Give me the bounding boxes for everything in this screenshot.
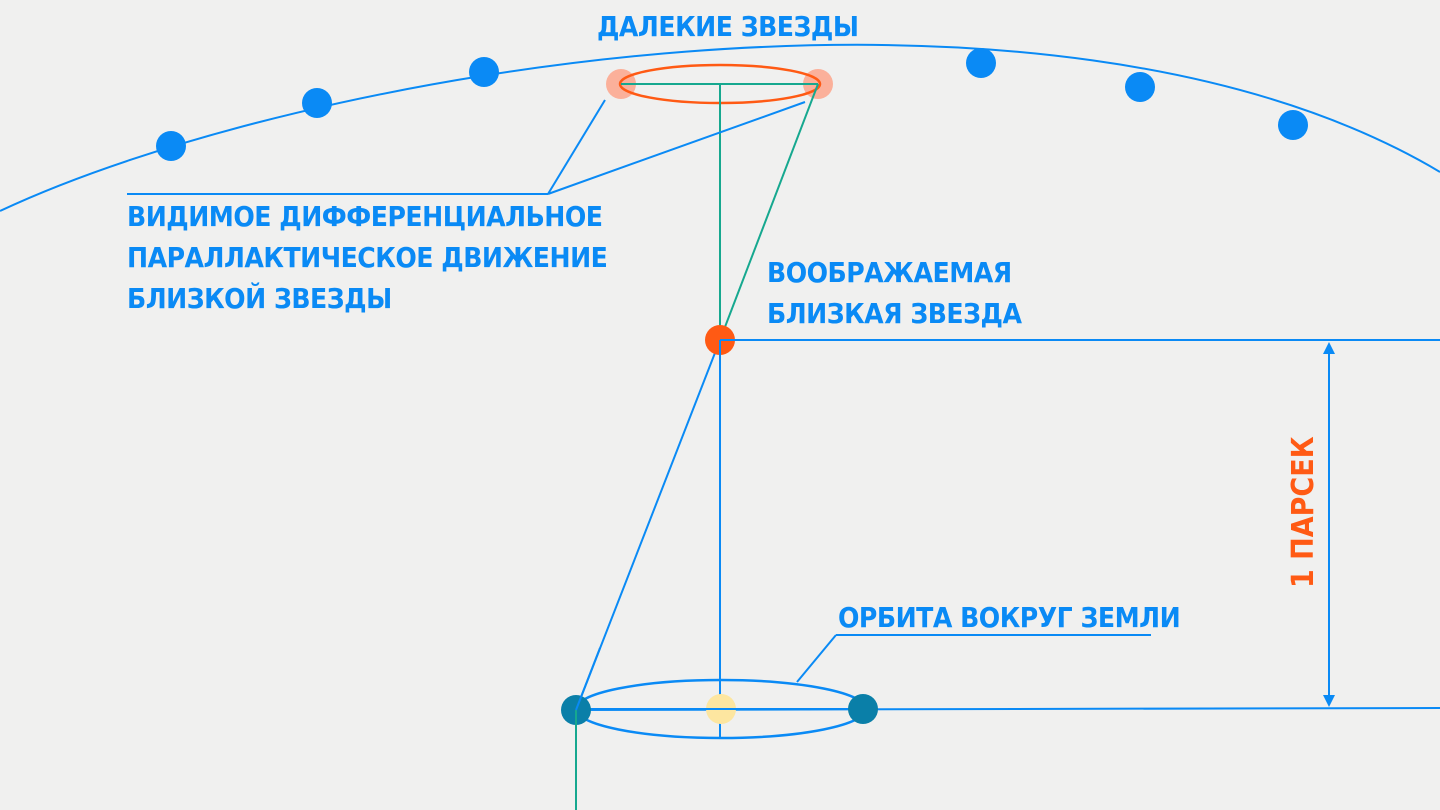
distant-star: [1125, 72, 1155, 102]
near-star-label-line2: БЛИЗКАЯ ЗВЕЗДА: [767, 297, 1022, 330]
apparent-motion-label-line3: БЛИЗКОЙ ЗВЕЗДЫ: [127, 282, 392, 315]
distant-star: [1278, 110, 1308, 140]
orbit-label-leader: [796, 634, 1151, 683]
parsec-arrow: [1323, 342, 1335, 707]
distant-star: [302, 88, 332, 118]
parsec-distance-label: 1 ПАРСЕК: [1286, 436, 1321, 588]
apparent-motion-label-line2: ПАРАЛЛАКТИЧЕСКОЕ ДВИЖЕНИЕ: [127, 241, 608, 274]
sight-lines: [575, 83, 819, 810]
distant-star: [966, 48, 996, 78]
distant-star: [469, 57, 499, 87]
near-star-label-line1: ВООБРАЖАЕМАЯ: [767, 256, 1012, 289]
distant-stars: [156, 48, 1308, 161]
orbit-label: ОРБИТА ВОКРУГ ЗЕМЛИ: [838, 601, 1181, 634]
apparent-motion-label-line1: ВИДИМОЕ ДИФФЕРЕНЦИАЛЬНОЕ: [127, 200, 603, 233]
distant-star: [156, 131, 186, 161]
distant-stars-label: ДАЛЕКИЕ ЗВЕЗДЫ: [597, 10, 859, 43]
apparent-motion-leaders: [127, 99, 806, 195]
earth-position-right: [848, 694, 878, 724]
